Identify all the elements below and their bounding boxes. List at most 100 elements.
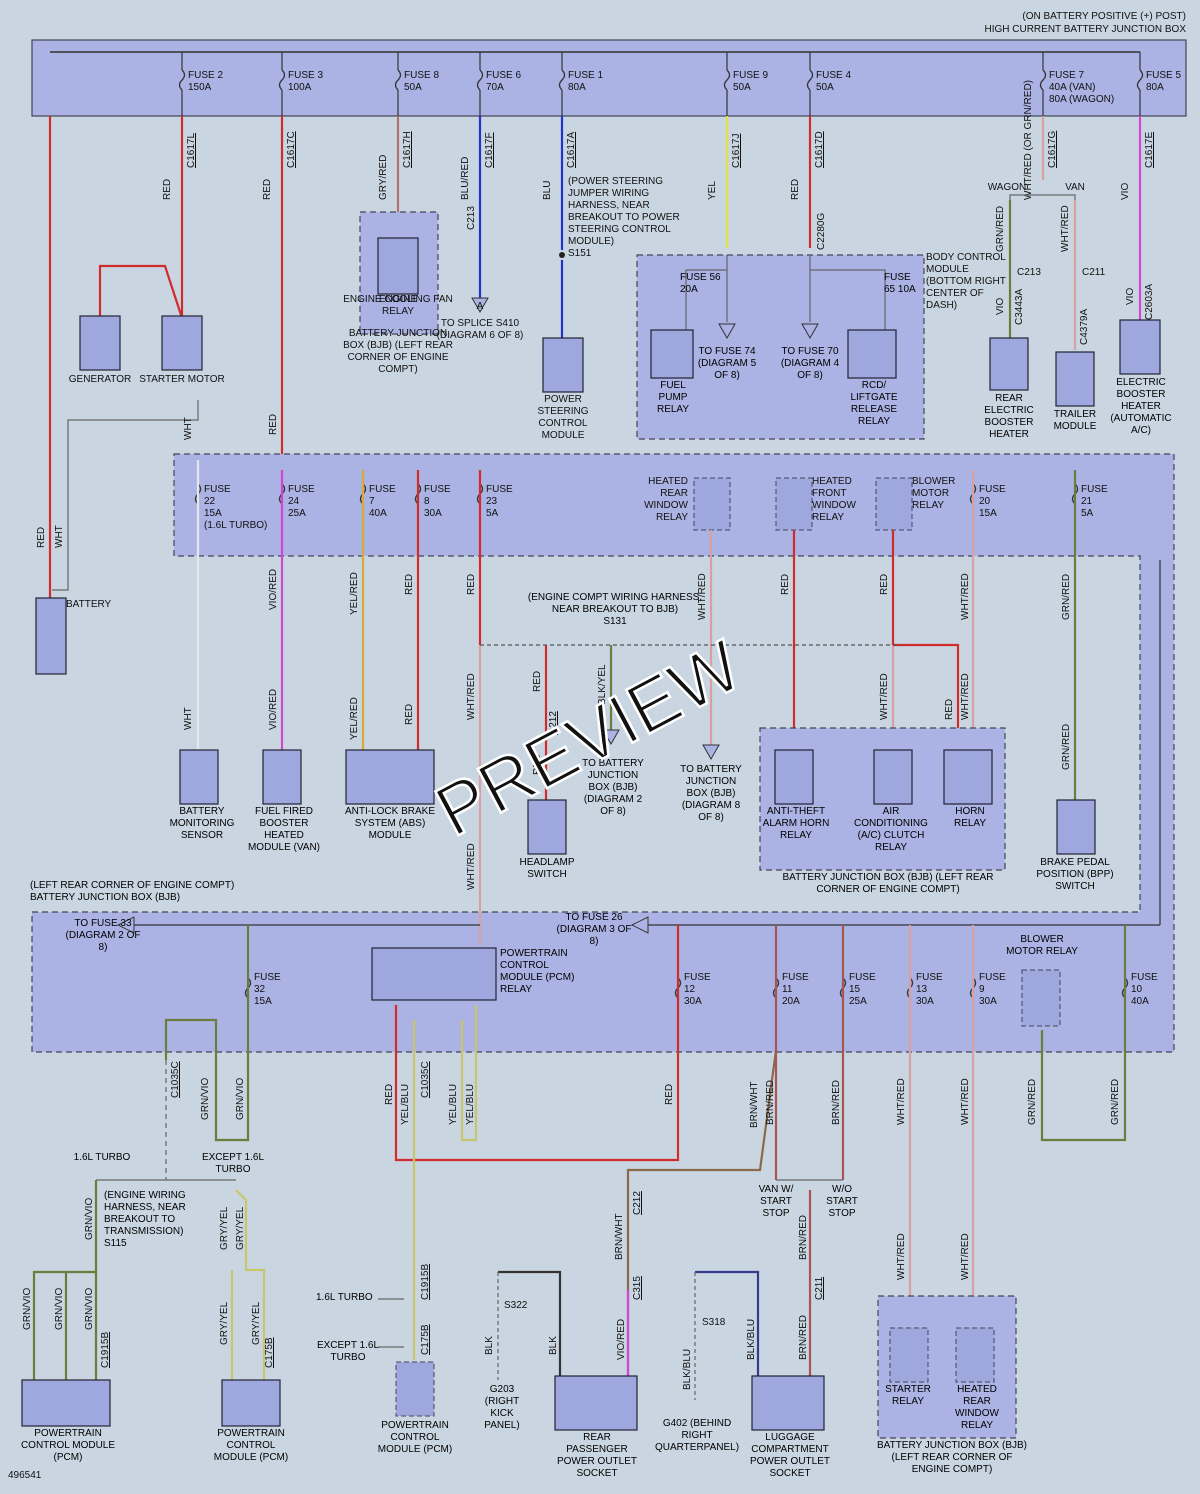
wire-color-label: BLK/YEL	[597, 664, 608, 705]
wire-color-label: WHT/RED	[960, 673, 971, 720]
fan-relay-name: ENGINE COOLING FAN RELAY	[343, 294, 453, 317]
to-fuse26-arrow	[630, 916, 649, 934]
except-label: EXCEPT 1.6L TURBO	[201, 1152, 265, 1175]
bottom-wire-color: VIO/RED	[616, 1319, 627, 1360]
fuel-pump-relay	[650, 329, 694, 379]
battery-label: BATTERY	[66, 599, 112, 610]
except2-text: EXCEPT 1.6L TURBO	[317, 1340, 379, 1363]
ps-note-body: (POWER STEERING JUMPER WIRING HARNESS, N…	[568, 176, 680, 247]
bottom-wire-color: RED	[384, 1084, 395, 1105]
to-fuse33-arrow	[116, 916, 135, 934]
low-fuse-num: 15	[849, 984, 861, 995]
bottom-wire-color: WHT/RED	[896, 1078, 907, 1125]
rear-heater-box	[989, 337, 1029, 391]
mid-relay	[693, 477, 731, 531]
s151-label: S151	[568, 248, 592, 259]
wire-color-label: YEL/RED	[349, 572, 360, 615]
c211-right: C211	[1082, 267, 1106, 278]
bottom-connector: C175B	[420, 1324, 431, 1355]
mid-relay-label: RELAY	[912, 500, 944, 511]
top-fuse-rating: 50A	[733, 82, 751, 93]
mid-fuse-name: FUSE	[369, 484, 396, 495]
bottom-wire-color: YEL/BLU	[448, 1084, 459, 1125]
top-fuse-symbol	[476, 69, 484, 91]
wire-color-label: RED	[879, 574, 890, 595]
s322-label: S322	[504, 1300, 528, 1311]
middle-wire-labels: WHT RED VIO/RED YEL/RED RED RED WHT/RED WHT/RED…	[183, 414, 1072, 890]
pcm1-box	[21, 1379, 111, 1427]
low-fuse-rating: 30A	[979, 996, 997, 1007]
top-fuse-name: FUSE 7	[1049, 70, 1084, 81]
wire-wht-sensor-top	[52, 400, 199, 591]
bottom-wire-color: BRN/RED	[798, 1215, 809, 1260]
wire-color-label: RED	[944, 699, 955, 720]
top-fuse-name: FUSE 3	[288, 70, 323, 81]
heated-rear-relay-text: HEATED REAR WINDOW RELAY	[955, 1384, 999, 1431]
rear-heater-text: REAR ELECTRIC BOOSTER HEATER	[984, 393, 1033, 440]
mid-fuse-num: 24	[288, 496, 300, 507]
wire-color-label: RED	[404, 574, 415, 595]
mid-relay	[775, 477, 813, 531]
splice-a-note: TO SPLICE S410 (DIAGRAM 6 OF 8)	[437, 318, 524, 341]
starter-relay-text: STARTER RELAY	[885, 1384, 931, 1407]
wire-color-label: WHT/RED	[879, 673, 890, 720]
headlamp-box	[527, 799, 567, 855]
turbo2-text: 1.6L TURBO	[316, 1292, 373, 1303]
wire-color-label: VIO/RED	[268, 689, 279, 730]
wire-color-label: RED	[532, 671, 543, 692]
top-wire-color: BLU/RED	[460, 157, 471, 200]
van-start-text: VAN W/ START STOP	[759, 1184, 794, 1219]
to-fuse26-label: TO FUSE 26 (DIAGRAM 3 OF 8)	[556, 912, 632, 947]
battery-red-label: RED	[36, 527, 47, 548]
to-bjb2-text: TO BATTERY JUNCTION BOX (BJB) (DIAGRAM 2…	[582, 758, 644, 817]
trailer-label: TRAILER MODULE	[1053, 409, 1097, 432]
starter-motor-box	[161, 315, 203, 371]
s318-label: S318	[702, 1317, 726, 1328]
top-fuse-name: FUSE 5	[1146, 70, 1181, 81]
bottom-wire-color: GRN/RED	[1110, 1079, 1121, 1125]
mid-relay-label: HEATED	[812, 476, 852, 487]
wire-color-label: WHT	[183, 417, 194, 440]
top-fuse-name: FUSE 8	[404, 70, 439, 81]
except-text: EXCEPT 1.6L TURBO	[201, 1152, 265, 1175]
low-fuse-num: 12	[684, 984, 696, 995]
c213-label: C213	[466, 206, 477, 230]
low-fuse-name: FUSE	[684, 972, 711, 983]
low-fuse-name: FUSE	[782, 972, 809, 983]
pcm2-box	[221, 1379, 281, 1427]
pcm2-label: POWERTRAIN CONTROL MODULE (PCM)	[213, 1428, 289, 1463]
to-fuse70-label: TO FUSE 70 (DIAGRAM 4 OF 8)	[780, 346, 840, 381]
mid-fuse-name: FUSE	[204, 484, 231, 495]
mid-fuse-rating: 15A	[204, 508, 222, 519]
antitheft-box	[774, 749, 814, 805]
top-fuse-symbol	[723, 69, 731, 91]
mid-relay-label: HEATED	[648, 476, 688, 487]
top-wire-color: RED	[262, 179, 273, 200]
splice-triangle-a	[471, 297, 489, 314]
bms-box	[179, 749, 219, 805]
mid-fuse-num: 22	[204, 496, 216, 507]
bottom-connector: C1035C	[170, 1061, 181, 1098]
s115-id: S115	[104, 1238, 127, 1249]
top-fuse-rating2: 80A (WAGON)	[1049, 94, 1114, 105]
to-fuse70-text: TO FUSE 70 (DIAGRAM 4 OF 8)	[780, 346, 840, 381]
mid-fuse-name: FUSE	[288, 484, 315, 495]
lug-socket-label: LUGGAGE COMPARTMENT POWER OUTLET SOCKET	[749, 1432, 830, 1479]
bjb-inner-text: BATTERY JUNCTION BOX (BJB) (LEFT REAR CO…	[783, 872, 994, 895]
blower-relay-label: BLOWER MOTOR RELAY	[1006, 934, 1078, 957]
fan-relay	[377, 237, 419, 295]
bottom-wire-color: BRN/RED	[798, 1315, 809, 1360]
top-connector: C1617A	[566, 132, 577, 168]
wagon-van-split	[1009, 194, 1076, 200]
elec-heater-label: ELECTRIC BOOSTER HEATER (AUTOMATIC A/C)	[1110, 377, 1172, 436]
bottom-wire-color: BRN/RED	[831, 1080, 842, 1125]
s131-note: (ENGINE COMPT WIRING HARNESS, NEAR BREAK…	[528, 592, 702, 627]
bjb-bottom-text: BATTERY JUNCTION BOX (BJB) (LEFT REAR CO…	[877, 1440, 1027, 1475]
top-wire-color: RED	[790, 179, 801, 200]
wire-color-label: RED	[780, 574, 791, 595]
low-fuse-rating: 40A	[1131, 996, 1149, 1007]
abs-text: ANTI-LOCK BRAKE SYSTEM (ABS) MODULE	[345, 806, 435, 841]
mid-relay-label: RELAY	[656, 512, 688, 523]
top-connector: C1617H	[402, 131, 413, 168]
